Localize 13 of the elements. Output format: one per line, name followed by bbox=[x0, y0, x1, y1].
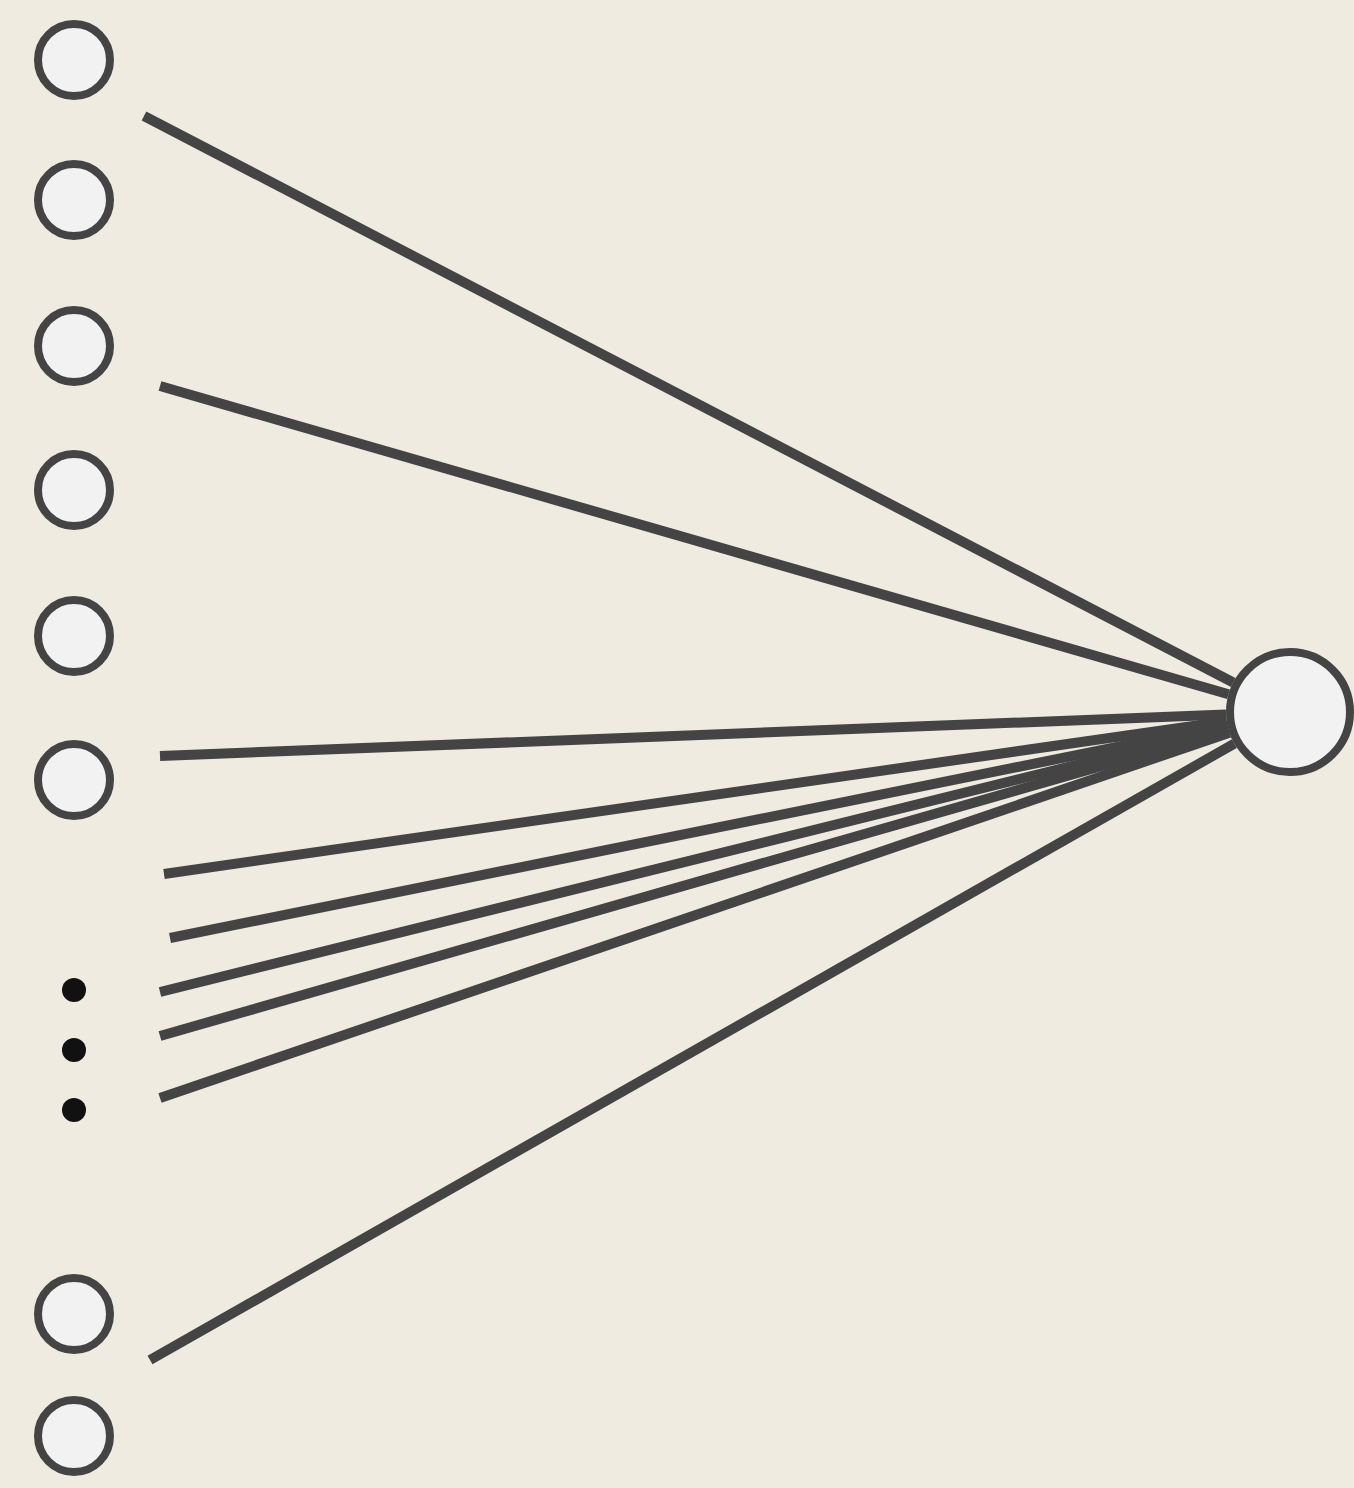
connector-line bbox=[163, 716, 1228, 879]
circle bbox=[34, 20, 114, 100]
circle bbox=[34, 450, 114, 530]
circle bbox=[34, 596, 114, 676]
circle bbox=[34, 306, 114, 386]
circle bbox=[34, 160, 114, 240]
connector-line bbox=[141, 111, 1236, 687]
connector-line bbox=[158, 381, 1230, 700]
connector-line bbox=[147, 739, 1237, 1365]
connector-line bbox=[159, 709, 1227, 761]
circle bbox=[34, 1396, 114, 1476]
circle bbox=[34, 740, 114, 820]
circle bbox=[34, 1274, 114, 1354]
